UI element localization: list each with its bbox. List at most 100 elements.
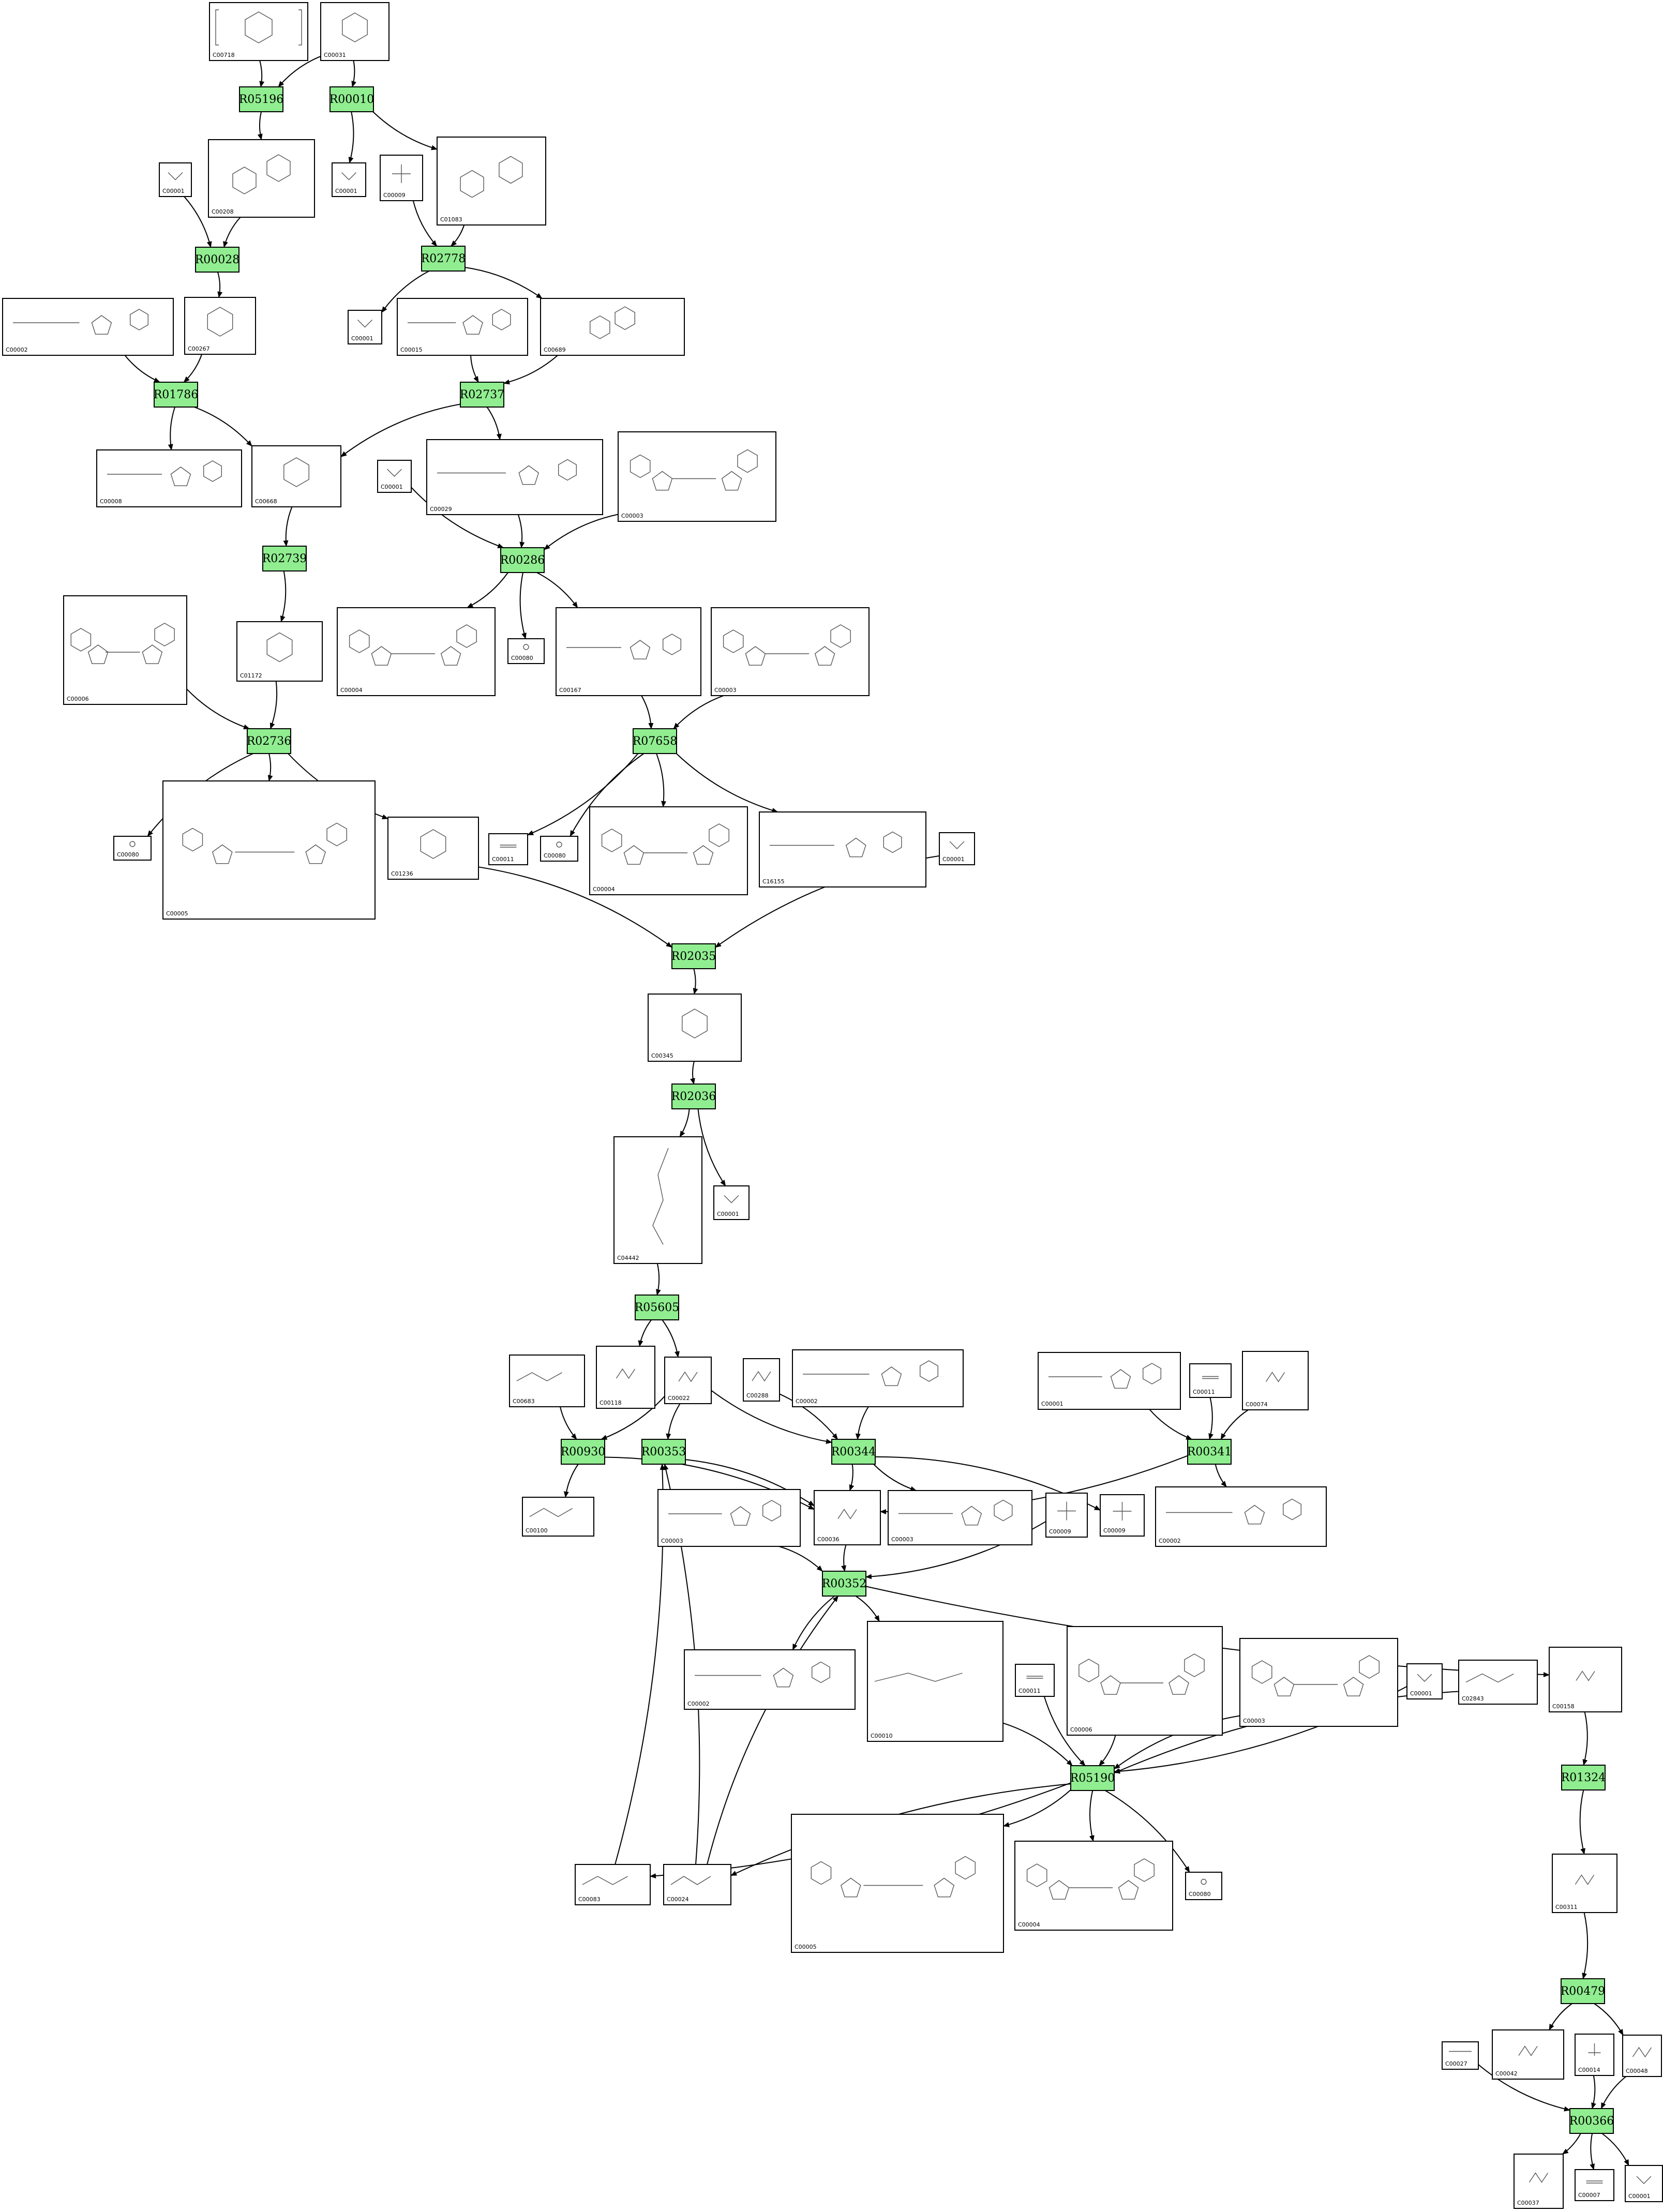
compound-c00001[interactable]: C00001 bbox=[159, 162, 192, 197]
compound-c00006[interactable]: C00006 bbox=[1067, 1626, 1223, 1736]
compound-c00027[interactable]: C00027 bbox=[1442, 2041, 1479, 2070]
reaction-r05190[interactable]: R05190 bbox=[1070, 1765, 1115, 1791]
edge-r00352-c00002d bbox=[792, 1596, 835, 1650]
compound-c00002[interactable]: C00002 bbox=[1155, 1486, 1327, 1547]
reaction-r00286[interactable]: R00286 bbox=[500, 547, 545, 573]
compound-c00002[interactable]: C00002 bbox=[2, 298, 174, 356]
compound-c00004[interactable]: C00004 bbox=[1014, 1841, 1173, 1931]
compound-c00311[interactable]: C00311 bbox=[1552, 1854, 1617, 1913]
compound-c00683[interactable]: C00683 bbox=[509, 1355, 585, 1407]
reaction-r00344[interactable]: R00344 bbox=[831, 1439, 876, 1465]
compound-c00008[interactable]: C00008 bbox=[96, 449, 242, 507]
reaction-r00352[interactable]: R00352 bbox=[822, 1571, 867, 1597]
compound-c00003[interactable]: C00003 bbox=[618, 431, 776, 522]
reaction-r07658[interactable]: R07658 bbox=[633, 728, 678, 754]
reaction-r02035[interactable]: R02035 bbox=[671, 943, 716, 969]
compound-c00080[interactable]: C00080 bbox=[540, 836, 578, 862]
reaction-r02739[interactable]: R02739 bbox=[262, 546, 307, 571]
compound-c00005[interactable]: C00005 bbox=[162, 780, 376, 920]
compound-c00010[interactable]: C00010 bbox=[867, 1621, 1003, 1742]
edge-c00011c-r05190 bbox=[1043, 1696, 1086, 1766]
compound-c00014[interactable]: C00014 bbox=[1575, 2034, 1614, 2076]
reaction-r01324[interactable]: R01324 bbox=[1561, 1765, 1606, 1790]
compound-c00009[interactable]: C00009 bbox=[380, 155, 423, 201]
compound-c00001[interactable]: C00001 bbox=[1406, 1663, 1443, 1699]
compound-c00001[interactable]: C00001 bbox=[348, 310, 382, 344]
compound-c00003[interactable]: C00003 bbox=[711, 607, 870, 696]
compound-c00007[interactable]: C00007 bbox=[1575, 2169, 1614, 2201]
compound-c04442[interactable]: C04442 bbox=[613, 1136, 702, 1264]
reaction-r00353[interactable]: R00353 bbox=[641, 1439, 686, 1465]
compound-c00689[interactable]: C00689 bbox=[540, 298, 685, 356]
compound-c00167[interactable]: C00167 bbox=[556, 607, 701, 696]
compound-c00158[interactable]: C00158 bbox=[1549, 1647, 1622, 1712]
compound-c02843[interactable]: C02843 bbox=[1458, 1660, 1538, 1705]
reaction-r05605[interactable]: R05605 bbox=[635, 1295, 680, 1320]
compound-c01172[interactable]: C01172 bbox=[236, 621, 323, 682]
compound-c00015[interactable]: C00015 bbox=[397, 298, 528, 356]
compound-c00718[interactable]: C00718 bbox=[209, 2, 308, 61]
compound-c00100[interactable]: C00100 bbox=[522, 1497, 594, 1537]
compound-c00009[interactable]: C00009 bbox=[1100, 1494, 1145, 1537]
edge-c00689-r02737 bbox=[503, 355, 558, 385]
compound-c00001[interactable]: C00001 bbox=[939, 832, 975, 865]
compound-c00345[interactable]: C00345 bbox=[648, 994, 742, 1062]
compound-c01083[interactable]: C01083 bbox=[437, 137, 546, 225]
compound-c00005[interactable]: C00005 bbox=[791, 1814, 1004, 1953]
compound-c00002[interactable]: C00002 bbox=[684, 1649, 856, 1710]
reaction-r00028[interactable]: R00028 bbox=[195, 247, 240, 273]
compound-c00004[interactable]: C00004 bbox=[337, 607, 496, 696]
compound-c00002[interactable]: C00002 bbox=[792, 1349, 964, 1407]
reaction-box bbox=[671, 943, 716, 969]
compound-c00001[interactable]: C00001 bbox=[377, 460, 412, 493]
compound-c00004[interactable]: C00004 bbox=[589, 806, 748, 895]
reaction-r00010[interactable]: R00010 bbox=[329, 86, 374, 112]
compound-c00208[interactable]: C00208 bbox=[208, 139, 315, 218]
compound-c00024[interactable]: C00024 bbox=[663, 1864, 731, 1905]
reaction-r02778[interactable]: R02778 bbox=[421, 246, 466, 272]
compound-c00022[interactable]: C00022 bbox=[664, 1357, 712, 1404]
compound-c00029[interactable]: C00029 bbox=[426, 439, 603, 515]
compound-id-label: C00158 bbox=[1552, 1703, 1575, 1710]
compound-c00042[interactable]: C00042 bbox=[1492, 2029, 1564, 2080]
compound-c00001[interactable]: C00001 bbox=[1038, 1352, 1181, 1410]
compound-c00001[interactable]: C00001 bbox=[332, 162, 366, 197]
compound-c00011[interactable]: C00011 bbox=[1015, 1664, 1055, 1697]
compound-c00118[interactable]: C00118 bbox=[596, 1346, 655, 1409]
compound-c00074[interactable]: C00074 bbox=[1242, 1351, 1309, 1410]
compound-c00267[interactable]: C00267 bbox=[184, 297, 256, 355]
compound-c00080[interactable]: C00080 bbox=[1185, 1872, 1222, 1900]
reaction-r00366[interactable]: R00366 bbox=[1569, 2108, 1614, 2134]
compound-c00006[interactable]: C00006 bbox=[63, 595, 187, 705]
compound-c00031[interactable]: C00031 bbox=[320, 2, 389, 61]
compound-box bbox=[791, 1814, 1004, 1953]
reaction-r02737[interactable]: R02737 bbox=[460, 382, 505, 408]
compound-c00037[interactable]: C00037 bbox=[1514, 2154, 1564, 2209]
compound-c00003[interactable]: C00003 bbox=[888, 1490, 1032, 1545]
compound-c00011[interactable]: C00011 bbox=[1189, 1363, 1232, 1398]
compound-c00001[interactable]: C00001 bbox=[713, 1185, 750, 1220]
reaction-r00930[interactable]: R00930 bbox=[561, 1439, 606, 1465]
compound-c00009[interactable]: C00009 bbox=[1045, 1493, 1088, 1538]
reaction-r00479[interactable]: R00479 bbox=[1561, 1978, 1606, 2004]
compound-id-label: C00003 bbox=[714, 687, 737, 694]
reaction-r05196[interactable]: R05196 bbox=[239, 86, 284, 112]
compound-c00048[interactable]: C00048 bbox=[1622, 2035, 1662, 2077]
compound-c00080[interactable]: C00080 bbox=[507, 638, 545, 664]
reaction-r02736[interactable]: R02736 bbox=[247, 728, 292, 754]
compound-c00083[interactable]: C00083 bbox=[575, 1864, 651, 1905]
reaction-r01786[interactable]: R01786 bbox=[154, 382, 199, 408]
compound-c00003[interactable]: C00003 bbox=[657, 1489, 801, 1547]
compound-c00288[interactable]: C00288 bbox=[743, 1358, 780, 1402]
compound-c01236[interactable]: C01236 bbox=[387, 817, 479, 880]
compound-c00080[interactable]: C00080 bbox=[113, 836, 152, 861]
reaction-r02036[interactable]: R02036 bbox=[671, 1084, 716, 1109]
reaction-r00341[interactable]: R00341 bbox=[1187, 1439, 1232, 1465]
compound-c00668[interactable]: C00668 bbox=[251, 445, 341, 507]
compound-c00003[interactable]: C00003 bbox=[1239, 1638, 1398, 1727]
compound-c16155[interactable]: C16155 bbox=[759, 811, 926, 887]
compound-c00036[interactable]: C00036 bbox=[814, 1490, 881, 1545]
compound-c00011[interactable]: C00011 bbox=[488, 833, 528, 865]
compound-id-label: C00001 bbox=[1410, 1690, 1432, 1697]
compound-c00001[interactable]: C00001 bbox=[1625, 2165, 1663, 2202]
